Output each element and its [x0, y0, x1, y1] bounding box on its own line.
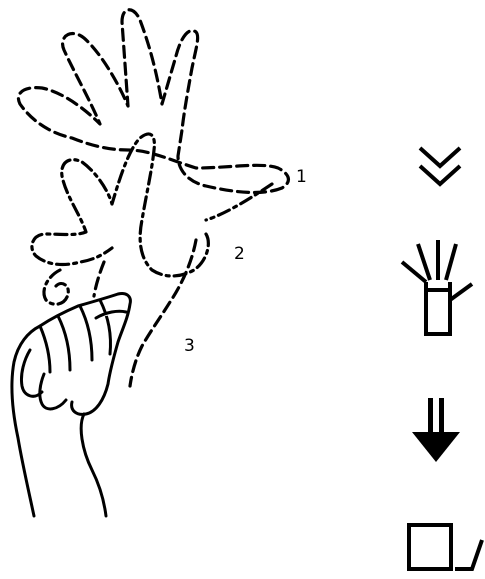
fist-hand — [12, 293, 130, 516]
downward-arrow-icon — [412, 398, 460, 462]
square-with-check-icon — [409, 525, 482, 569]
step-label-3: 3 — [184, 336, 195, 356]
step-label-1: 1 — [296, 167, 307, 187]
spread-hand-icon — [402, 240, 472, 334]
step-label-2: 2 — [234, 244, 245, 264]
double-chevron-down-icon — [420, 148, 460, 184]
hand-position-2: 2 — [32, 134, 272, 276]
